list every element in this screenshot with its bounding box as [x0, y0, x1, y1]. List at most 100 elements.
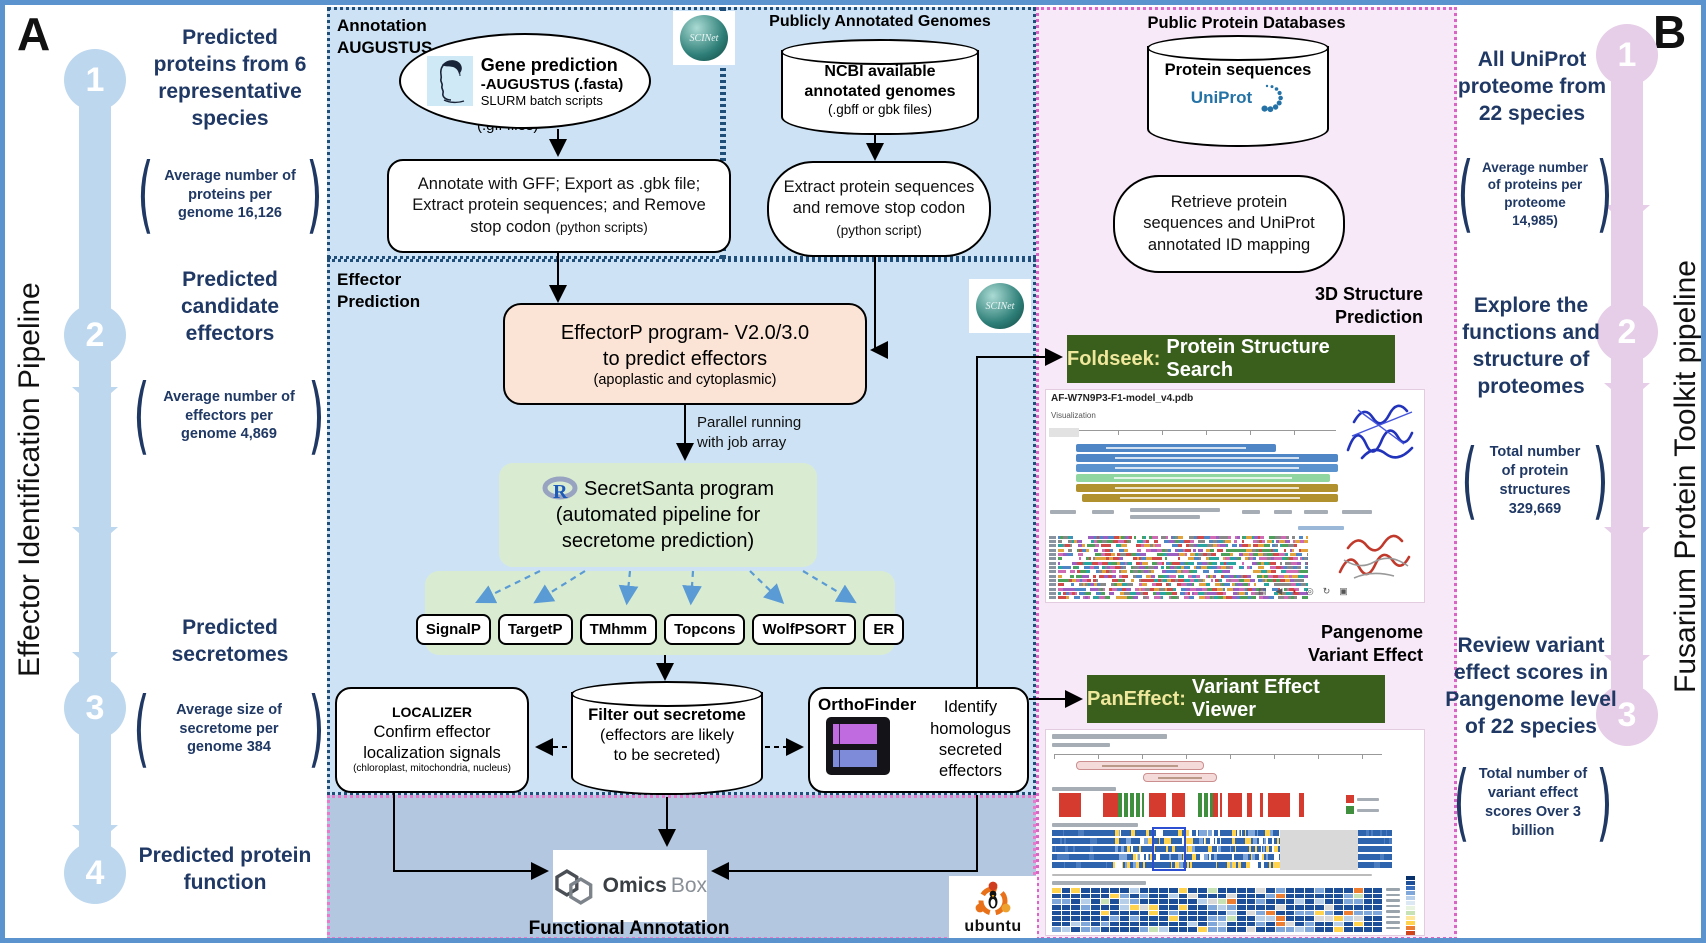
heatmap-cell	[1168, 927, 1178, 932]
heatmap-cell	[1207, 888, 1217, 893]
heatmap-cell	[1314, 910, 1324, 916]
variant-effect-heatmap	[1052, 888, 1382, 932]
sequence-row	[1058, 540, 1308, 544]
heatmap-cell	[1217, 899, 1227, 904]
tool-er: ER	[863, 614, 905, 645]
homology-row	[1052, 838, 1392, 845]
heatmap-cell	[1052, 927, 1061, 932]
uniprot-dots-icon	[1261, 84, 1284, 112]
protein-sequences-line: Protein sequences	[1164, 61, 1312, 79]
sequence-row	[1058, 575, 1308, 578]
heatmap-cell	[1246, 921, 1256, 927]
step-b1-note: ( Average number of proteins per proteom…	[1457, 144, 1613, 243]
sequence-row-label	[1049, 583, 1056, 587]
heatmap-cell	[1071, 893, 1081, 899]
heatmap-cell	[1178, 921, 1188, 927]
heatmap-cell	[1129, 899, 1139, 904]
sequence-row	[1058, 566, 1308, 570]
heatmap-cell	[1227, 921, 1236, 927]
heatmap-cell	[1052, 888, 1061, 893]
heatmap-cell	[1227, 893, 1236, 899]
heatmap-cell	[1168, 904, 1178, 910]
barcode-green-segment	[1198, 793, 1213, 817]
heatmap-cell	[1110, 910, 1120, 916]
heatmap-cell	[1324, 910, 1334, 916]
orthofinder-icon	[826, 717, 890, 775]
homology-row	[1052, 846, 1392, 853]
heatmap-cell	[1314, 893, 1324, 899]
heatmap-cell	[1090, 927, 1100, 932]
heatmap-cell	[1149, 921, 1159, 927]
heatmap-cell	[1129, 927, 1139, 932]
protein-sequences-cylinder: Protein sequences UniProt	[1147, 35, 1329, 147]
color-scale-swatch	[1406, 926, 1415, 930]
heatmap-cell	[1334, 893, 1344, 899]
heatmap-cell	[1120, 927, 1129, 932]
heatmap-cell	[1188, 916, 1198, 921]
heatmap-cell	[1275, 888, 1285, 893]
foldseek-screenshot-title: AF-W7N9P3-F1-model_v4.pdb	[1051, 393, 1194, 404]
legend-helix	[1346, 795, 1379, 803]
sequence-row-label	[1049, 549, 1056, 552]
protein-structure-red	[1338, 534, 1411, 579]
heatmap-cell	[1090, 916, 1100, 921]
annotate-gff-main: Annotate with GFF; Export as .gbk file; …	[412, 174, 706, 236]
heatmap-cell	[1295, 904, 1305, 910]
paren-left: (	[1461, 431, 1478, 530]
timeline-a-arrowhead	[72, 652, 118, 672]
gene-prediction-line1: Gene prediction	[480, 54, 618, 75]
paneffect-banner-prefix: PanEffect:	[1087, 687, 1186, 710]
heatmap-cell	[1061, 899, 1071, 904]
heatmap-cell	[1217, 921, 1227, 927]
heatmap-cell	[1344, 910, 1353, 916]
heatmap-cell	[1305, 921, 1314, 927]
heatmap-cell	[1207, 916, 1217, 921]
heatmap-cell	[1159, 899, 1168, 904]
heatmap-cell	[1285, 899, 1295, 904]
heatmap-cell	[1071, 910, 1081, 916]
heatmap-cell	[1207, 904, 1217, 910]
step-b1-text: All UniProt proteome from 22 species	[1457, 48, 1607, 125]
heatmap-cell	[1227, 916, 1236, 921]
heatmap-cell	[1139, 916, 1149, 921]
heatmap-row-label	[1386, 888, 1400, 891]
heatmap-cell	[1178, 893, 1188, 899]
paren-right: )	[308, 679, 325, 778]
homology-row	[1052, 854, 1392, 861]
sequence-row-label	[1049, 540, 1056, 544]
heatmap-cell	[1052, 904, 1061, 910]
localizer-line1: Confirm effector	[373, 722, 491, 741]
heatmap-cell	[1100, 910, 1110, 916]
localizer-process: LOCALIZER Confirm effector localization …	[335, 687, 529, 793]
heatmap-cell	[1256, 910, 1266, 916]
parallel-line1: Parallel running	[697, 414, 802, 431]
heatmap-cell	[1266, 899, 1275, 904]
half-circle-icon: ◖	[1291, 586, 1297, 596]
heatmap-cell	[1246, 888, 1256, 893]
orthofinder-process: OrthoFinder Identify homologus secreted …	[808, 687, 1029, 793]
paren-right: )	[1596, 144, 1613, 243]
omicsbox-text1: Omics	[602, 874, 667, 897]
sequence-row-label	[1049, 592, 1056, 596]
heatmap-cell	[1344, 893, 1353, 899]
scinet-sphere-icon: SCINet	[976, 283, 1024, 329]
heatmap-cell	[1363, 921, 1373, 927]
heatmap-cell	[1081, 927, 1090, 932]
sequence-row	[1058, 579, 1308, 583]
color-scale-swatch	[1406, 911, 1415, 915]
hit-bar	[1076, 464, 1338, 472]
heatmap-cell	[1334, 921, 1344, 927]
heatmap-cell	[1285, 916, 1295, 921]
scrollbar	[1052, 874, 1372, 876]
strand-swatch	[1346, 806, 1354, 814]
heatmap-cell	[1178, 888, 1188, 893]
sequence-row-label	[1049, 557, 1056, 561]
heatmap-cell	[1188, 893, 1198, 899]
screenshot-title-strip	[1052, 734, 1167, 739]
heatmap-cell	[1207, 899, 1217, 904]
heatmap-cell	[1188, 899, 1198, 904]
step-a4-text: Predicted protein function	[138, 844, 312, 894]
viewer-toolbar: ▤ ◀ ◖ ◎ ↻ ▣	[1258, 586, 1348, 597]
gene-prediction-node: Gene prediction -AUGUSTUS (.fasta) SLURM…	[399, 33, 651, 129]
hit-bar	[1076, 444, 1276, 452]
